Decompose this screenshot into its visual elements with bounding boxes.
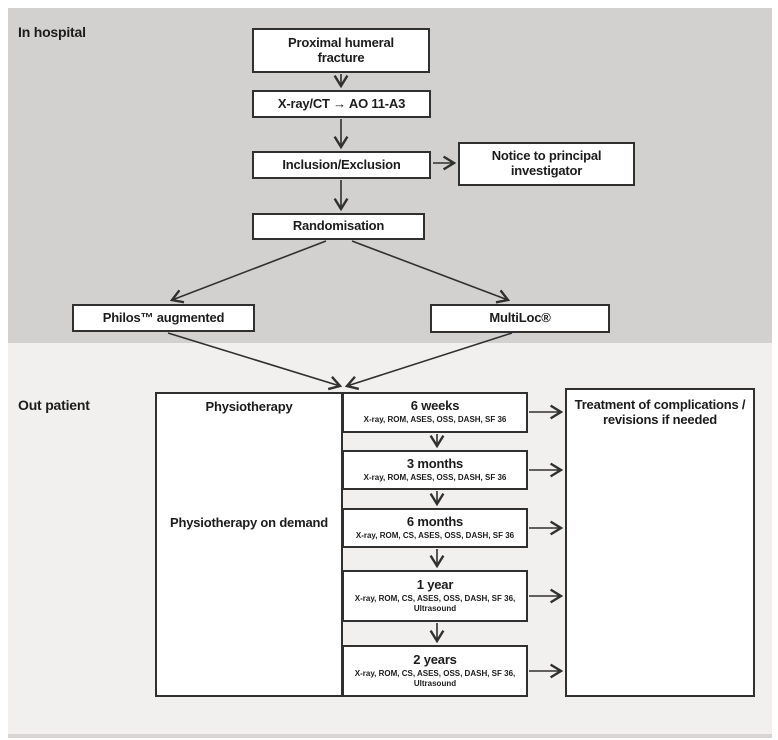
box-philos-label: Philos™ augmented [102, 309, 225, 325]
followup-tests: X-ray, ROM, ASES, OSS, DASH, SF 36 [363, 415, 507, 425]
figure-bottom-rule [8, 734, 772, 738]
followup-tests: X-ray, ROM, ASES, OSS, DASH, SF 36 [363, 472, 507, 482]
box-followup-1-year: 1 year X-ray, ROM, CS, ASES, OSS, DASH, … [342, 570, 528, 622]
box-proximal-humeral-fracture: Proximal humeral fracture [252, 28, 430, 73]
followup-title: 1 year [416, 576, 454, 592]
box-randomisation-label: Randomisation [292, 218, 385, 234]
box-followup-6-months: 6 months X-ray, ROM, CS, ASES, OSS, DASH… [342, 508, 528, 548]
box-followup-3-months: 3 months X-ray, ROM, ASES, OSS, DASH, SF… [342, 450, 528, 490]
box-multiloc-label: MultiLoc® [489, 310, 551, 326]
followup-title: 6 months [406, 513, 464, 529]
followup-tests: X-ray, ROM, CS, ASES, OSS, DASH, SF 36 [355, 530, 515, 540]
box-philos-augmented: Philos™ augmented [72, 304, 255, 332]
box-xray-ct-ao11a3: X-ray/CT → AO 11-A3 [252, 90, 431, 118]
followup-title: 3 months [406, 455, 464, 471]
box-treatment-label: Treatment of complications / revisions i… [574, 397, 746, 427]
box-inclusion-label: Inclusion/Exclusion [282, 156, 401, 172]
box-followup-6-weeks: 6 weeks X-ray, ROM, ASES, OSS, DASH, SF … [342, 392, 528, 433]
physiotherapy-label: Physiotherapy [205, 399, 293, 414]
section-label-in-hospital: In hospital [18, 24, 86, 40]
box-notice-label: Notice to principal investigator [491, 148, 602, 178]
followup-tests: X-ray, ROM, CS, ASES, OSS, DASH, SF 36, … [354, 593, 516, 613]
box-proximal-label: Proximal humeral fracture [288, 34, 394, 65]
box-physiotherapy-column: Physiotherapy Physiotherapy on demand [155, 392, 343, 697]
box-notice-principal-investigator: Notice to principal investigator [458, 142, 635, 186]
followup-title: 2 years [413, 651, 457, 667]
followup-title: 6 weeks [410, 398, 460, 414]
box-randomisation: Randomisation [252, 213, 425, 240]
physiotherapy-on-demand-label: Physiotherapy on demand [170, 515, 328, 530]
box-treatment-complications: Treatment of complications / revisions i… [565, 388, 755, 697]
box-xray-label: X-ray/CT → AO 11-A3 [277, 95, 406, 111]
box-followup-2-years: 2 years X-ray, ROM, CS, ASES, OSS, DASH,… [342, 645, 528, 697]
box-inclusion-exclusion: Inclusion/Exclusion [252, 151, 431, 179]
followup-tests: X-ray, ROM, CS, ASES, OSS, DASH, SF 36, … [354, 668, 516, 688]
section-label-out-patient: Out patient [18, 397, 90, 413]
box-multiloc: MultiLoc® [430, 304, 610, 333]
